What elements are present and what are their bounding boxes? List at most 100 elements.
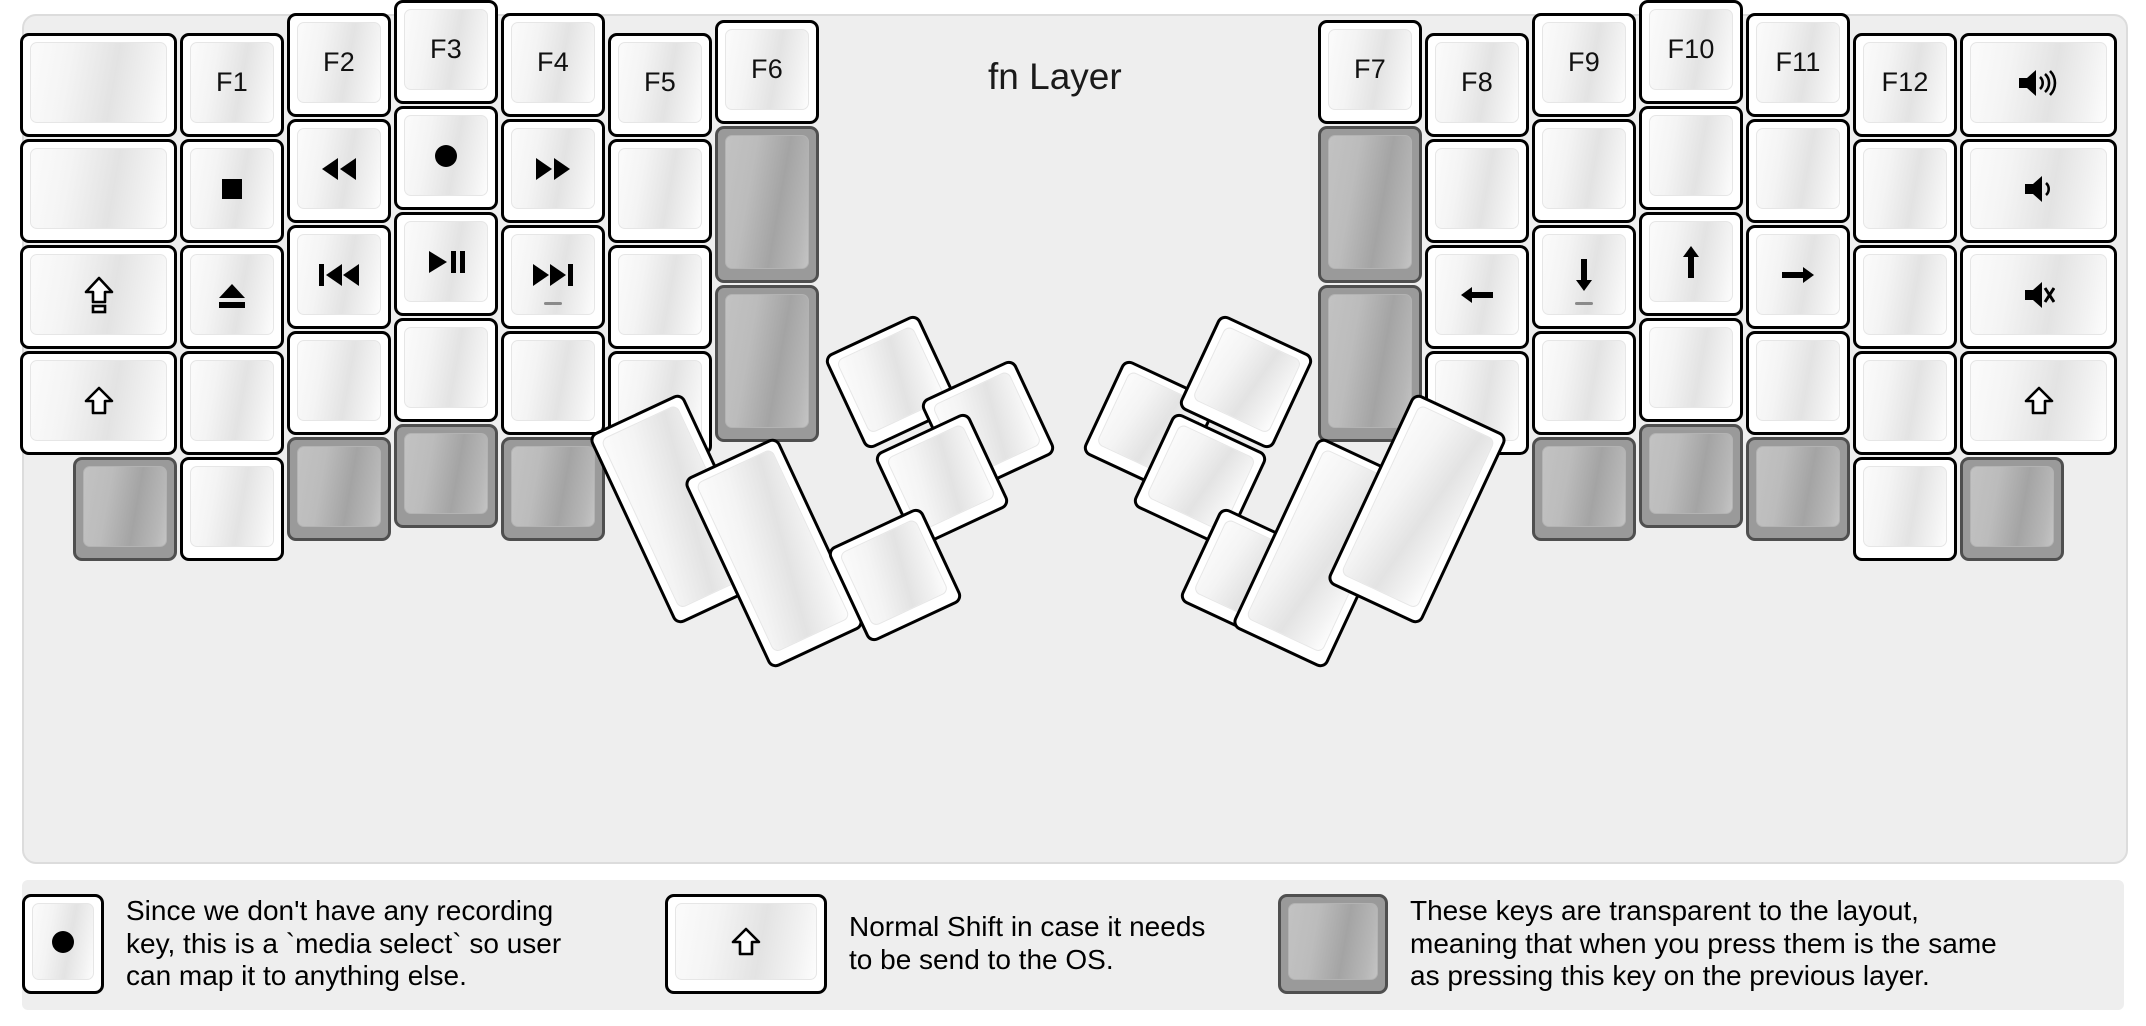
right-outer-right-column-key-4[interactable] xyxy=(1960,351,2117,455)
key-label: F2 xyxy=(323,47,355,77)
left-f2-column-key-5[interactable] xyxy=(287,437,391,541)
left-f5-column-key-2[interactable] xyxy=(608,139,712,243)
right-f11-column-key-5[interactable] xyxy=(1746,437,1850,541)
right-f8-column-key-3[interactable] xyxy=(1425,245,1529,349)
left-f6-column-key-1[interactable]: F6 xyxy=(715,20,819,124)
play-pause-icon xyxy=(427,249,465,275)
right-outer-right-column-key-1[interactable] xyxy=(1960,33,2117,137)
left-f3-column-key-3[interactable] xyxy=(394,212,498,316)
keycap-face: F5 xyxy=(618,42,702,123)
left-f6-column-key-3[interactable] xyxy=(715,285,819,442)
keycap-content: F6 xyxy=(726,30,808,109)
left-f2-column-key-3[interactable] xyxy=(287,225,391,329)
keycap-face xyxy=(511,234,595,315)
left-f4-column-key-5[interactable] xyxy=(501,437,605,541)
keycap-face: F4 xyxy=(511,22,595,103)
legend-sample-key-1 xyxy=(22,894,104,994)
left-outer-left-column-key-3[interactable] xyxy=(20,245,177,349)
legend-key-3 xyxy=(1278,894,1388,994)
keycap-face xyxy=(30,148,167,229)
left-f2-column-key-2[interactable] xyxy=(287,119,391,223)
right-f11-column-key-4[interactable] xyxy=(1746,331,1850,435)
left-f2-column-key-4[interactable] xyxy=(287,331,391,435)
left-f5-column-key-3[interactable] xyxy=(608,245,712,349)
keycap-content xyxy=(31,43,166,122)
keycap-face: F7 xyxy=(1328,29,1412,110)
keycap-face xyxy=(1649,221,1733,302)
right-f12-column-key-4[interactable] xyxy=(1853,351,1957,455)
keycap-content xyxy=(1650,222,1732,301)
right-f9-column-key-4[interactable] xyxy=(1532,331,1636,435)
left-f3-column-key-1[interactable]: F3 xyxy=(394,0,498,104)
right-outer-right-column-key-5[interactable] xyxy=(1960,457,2064,561)
key-label: F11 xyxy=(1775,47,1821,77)
keycap-face xyxy=(83,466,167,547)
right-f7-column-key-2[interactable] xyxy=(1318,126,1422,283)
keycap-face xyxy=(725,294,809,428)
right-f9-column-key-3[interactable] xyxy=(1532,225,1636,329)
next-track-icon xyxy=(532,263,574,287)
right-f12-column-key-1[interactable]: F12 xyxy=(1853,33,1957,137)
right-f10-column-key-2[interactable] xyxy=(1639,106,1743,210)
keycap-face: F9 xyxy=(1542,22,1626,103)
left-f3-column-key-4[interactable] xyxy=(394,318,498,422)
left-f6-column-key-2[interactable] xyxy=(715,126,819,283)
left-f1-column-key-5[interactable] xyxy=(180,457,284,561)
keycap-content xyxy=(31,255,166,334)
right-outer-right-column-key-2[interactable] xyxy=(1960,139,2117,243)
right-f10-column-key-4[interactable] xyxy=(1639,318,1743,422)
left-f1-column-key-2[interactable] xyxy=(180,139,284,243)
volume-mute-icon xyxy=(2023,280,2055,310)
left-outer-left-column-key-5[interactable] xyxy=(73,457,177,561)
right-f10-column-key-5[interactable] xyxy=(1639,424,1743,528)
right-f11-column-key-3[interactable] xyxy=(1746,225,1850,329)
legend-item-1: Since we don't have any recording key, t… xyxy=(22,894,561,994)
left-f3-column-key-2[interactable] xyxy=(394,106,498,210)
left-f4-column-key-1[interactable]: F4 xyxy=(501,13,605,117)
right-f12-column-key-5[interactable] xyxy=(1853,457,1957,561)
left-f5-column-key-1[interactable]: F5 xyxy=(608,33,712,137)
legend-sample-key-3 xyxy=(1278,894,1388,994)
keycap-content xyxy=(1864,467,1946,546)
left-f4-column-key-3[interactable] xyxy=(501,225,605,329)
left-f1-column-key-4[interactable] xyxy=(180,351,284,455)
keycap-face xyxy=(618,254,702,335)
right-f9-column-key-1[interactable]: F9 xyxy=(1532,13,1636,117)
key-label: F4 xyxy=(537,47,569,77)
left-f4-column-key-4[interactable] xyxy=(501,331,605,435)
left-outer-left-column-key-1[interactable] xyxy=(20,33,177,137)
right-f12-column-key-3[interactable] xyxy=(1853,245,1957,349)
left-outer-left-column-key-4[interactable] xyxy=(20,351,177,455)
right-f10-column-key-3[interactable] xyxy=(1639,212,1743,316)
keycap-face xyxy=(190,254,274,335)
left-f1-column-key-1[interactable]: F1 xyxy=(180,33,284,137)
right-f11-column-key-1[interactable]: F11 xyxy=(1746,13,1850,117)
keycap-face: F8 xyxy=(1435,42,1519,123)
homing-bar xyxy=(544,302,562,305)
arrow-right-icon xyxy=(1780,263,1816,287)
right-f8-column-key-1[interactable]: F8 xyxy=(1425,33,1529,137)
keycap-face xyxy=(725,135,809,269)
right-outer-right-column-key-3[interactable] xyxy=(1960,245,2117,349)
arrow-left-icon xyxy=(1459,283,1495,307)
right-f9-column-key-5[interactable] xyxy=(1532,437,1636,541)
left-outer-left-column-key-2[interactable] xyxy=(20,139,177,243)
right-f11-column-key-2[interactable] xyxy=(1746,119,1850,223)
right-f8-column-key-2[interactable] xyxy=(1425,139,1529,243)
keycap-content: F10 xyxy=(1650,10,1732,89)
keycap-content xyxy=(512,341,594,420)
right-f7-column-key-1[interactable]: F7 xyxy=(1318,20,1422,124)
right-f12-column-key-2[interactable] xyxy=(1853,139,1957,243)
left-f1-column-key-3[interactable] xyxy=(180,245,284,349)
left-f3-column-key-5[interactable] xyxy=(394,424,498,528)
keycap-face xyxy=(30,360,167,441)
keycap-content xyxy=(191,149,273,228)
keycap-content xyxy=(676,904,816,979)
left-f2-column-key-1[interactable]: F2 xyxy=(287,13,391,117)
key-label: F12 xyxy=(1881,67,1929,97)
keycap-content xyxy=(726,295,808,427)
key-label: F7 xyxy=(1354,54,1386,84)
right-f9-column-key-2[interactable] xyxy=(1532,119,1636,223)
left-f4-column-key-2[interactable] xyxy=(501,119,605,223)
right-f10-column-key-1[interactable]: F10 xyxy=(1639,0,1743,104)
